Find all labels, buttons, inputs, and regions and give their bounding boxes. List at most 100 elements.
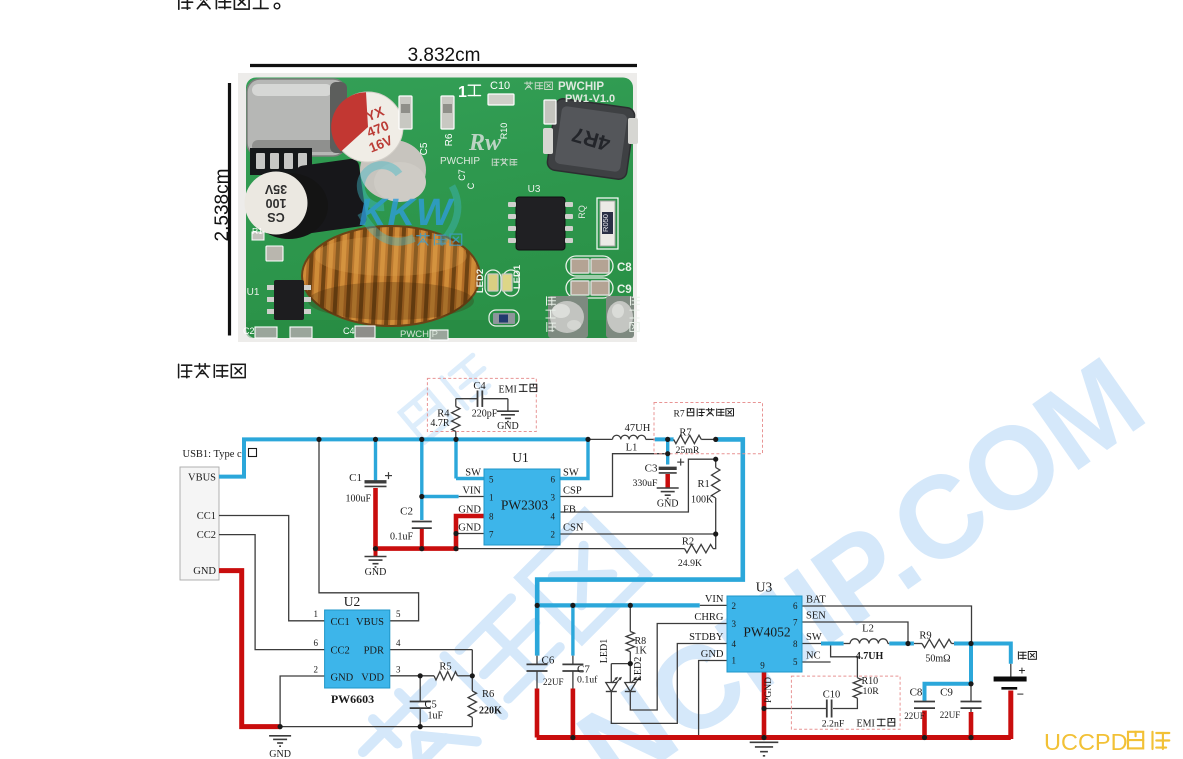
svg-text:1K: 1K (635, 645, 648, 656)
svg-text:2: 2 (314, 665, 319, 675)
svg-text:10R: 10R (863, 686, 880, 697)
svg-text:R7: R7 (679, 428, 691, 439)
svg-text:GND: GND (458, 523, 481, 534)
svg-text:6: 6 (314, 638, 319, 648)
svg-text:SW: SW (465, 468, 481, 479)
svg-text:C6: C6 (542, 655, 555, 667)
svg-text:GND: GND (193, 566, 216, 577)
svg-text:GND: GND (269, 749, 291, 759)
svg-text:0.1uf: 0.1uf (577, 674, 598, 685)
svg-text:7: 7 (489, 530, 494, 540)
svg-text:7: 7 (793, 618, 798, 628)
svg-text:SW: SW (563, 468, 579, 479)
svg-text:PWCHIP: PWCHIP (440, 156, 480, 167)
svg-text:R5: R5 (439, 662, 451, 673)
svg-text:220K: 220K (479, 706, 502, 717)
svg-text:8: 8 (793, 639, 798, 649)
svg-text:R8: R8 (635, 636, 647, 647)
svg-text:C2: C2 (243, 326, 255, 336)
svg-text:STDBY: STDBY (689, 632, 724, 643)
svg-text:U1: U1 (247, 287, 260, 298)
svg-text:0.1uF: 0.1uF (390, 532, 414, 543)
svg-text:CSN: CSN (563, 523, 584, 534)
svg-text:PW2303: PW2303 (501, 498, 549, 513)
svg-text:C9: C9 (617, 284, 632, 296)
svg-text:C8: C8 (910, 686, 923, 698)
svg-text:C4: C4 (343, 326, 355, 336)
svg-text:PDR: PDR (364, 646, 384, 657)
svg-text:+: + (1018, 663, 1025, 678)
svg-text:22UF: 22UF (543, 677, 564, 687)
svg-text:PGND: PGND (764, 677, 774, 703)
svg-text:4: 4 (396, 638, 401, 648)
svg-text:VIN: VIN (462, 486, 481, 497)
svg-text:C7: C7 (577, 663, 590, 675)
svg-text:25mR: 25mR (676, 445, 700, 456)
svg-text:22UF: 22UF (904, 711, 925, 721)
svg-text:220pF: 220pF (472, 409, 498, 420)
svg-text:5: 5 (793, 657, 798, 667)
svg-text:1uF: 1uF (428, 711, 444, 722)
svg-text:R1: R1 (698, 479, 710, 490)
svg-text:R2: R2 (682, 537, 694, 548)
svg-text:47UH: 47UH (625, 423, 651, 434)
svg-text:L2: L2 (862, 623, 874, 634)
svg-text:U3: U3 (528, 184, 541, 195)
svg-text:UCCPD: UCCPD (1044, 729, 1128, 755)
svg-text:SEN: SEN (806, 611, 826, 622)
svg-text:LED1: LED1 (512, 264, 523, 289)
svg-text:C7: C7 (457, 169, 467, 181)
svg-text:1: 1 (314, 609, 319, 619)
svg-text:C8: C8 (617, 262, 632, 274)
svg-text:VBUS: VBUS (188, 472, 216, 483)
svg-text:CC1: CC1 (331, 617, 350, 628)
svg-text:4: 4 (732, 639, 737, 649)
svg-text:U3: U3 (756, 580, 773, 595)
svg-text:4: 4 (551, 512, 556, 522)
svg-text:CSP: CSP (563, 486, 582, 497)
svg-text:NCHIP.COM: NCHIP.COM (555, 332, 1166, 759)
svg-text:LED1: LED1 (599, 639, 610, 663)
svg-text:24.9K: 24.9K (678, 558, 702, 569)
svg-text:C9: C9 (940, 686, 953, 698)
svg-text:1: 1 (458, 84, 467, 101)
svg-text:8: 8 (489, 512, 494, 522)
svg-text:C5: C5 (419, 142, 430, 155)
svg-text:100uF: 100uF (345, 494, 371, 505)
svg-text:Rw: Rw (468, 130, 502, 156)
svg-text:U2: U2 (344, 594, 361, 609)
svg-text:2.2nF: 2.2nF (822, 719, 845, 730)
svg-text:GND: GND (458, 505, 481, 516)
svg-text:100K: 100K (691, 495, 714, 506)
svg-text:3.832cm: 3.832cm (408, 45, 481, 66)
svg-text:U1: U1 (512, 450, 529, 465)
svg-text:PWCHIP: PWCHIP (558, 81, 604, 93)
svg-text:1: 1 (732, 656, 737, 666)
svg-text:2.538cm: 2.538cm (212, 169, 233, 242)
svg-text:PWCHIP: PWCHIP (400, 329, 438, 340)
svg-text:C1: C1 (349, 472, 362, 484)
svg-text:EMI: EMI (857, 719, 875, 730)
svg-text:C: C (466, 182, 476, 189)
svg-text:R10: R10 (862, 676, 879, 687)
svg-text:C10: C10 (490, 80, 510, 92)
svg-text:CHRG: CHRG (694, 612, 724, 623)
svg-text:9: 9 (760, 661, 765, 671)
svg-text:GND: GND (365, 567, 387, 578)
svg-text:R6: R6 (482, 689, 494, 700)
svg-text:GND: GND (657, 499, 679, 510)
svg-text:VBUS: VBUS (356, 617, 384, 628)
svg-text:C10: C10 (823, 689, 841, 700)
svg-text:100: 100 (266, 196, 287, 210)
svg-text:R7: R7 (674, 410, 685, 420)
svg-text:330uF: 330uF (632, 478, 658, 489)
svg-text:USB1: Type c: USB1: Type c (183, 449, 242, 460)
svg-text:5: 5 (396, 609, 401, 619)
svg-text:C3: C3 (645, 463, 658, 475)
svg-text:NC: NC (806, 651, 821, 662)
svg-text:3: 3 (551, 493, 556, 503)
svg-text:R10: R10 (499, 123, 509, 140)
svg-text:LED2: LED2 (475, 269, 486, 293)
svg-text:C5: C5 (425, 700, 437, 711)
svg-text:PW1-V1.0: PW1-V1.0 (565, 93, 615, 105)
